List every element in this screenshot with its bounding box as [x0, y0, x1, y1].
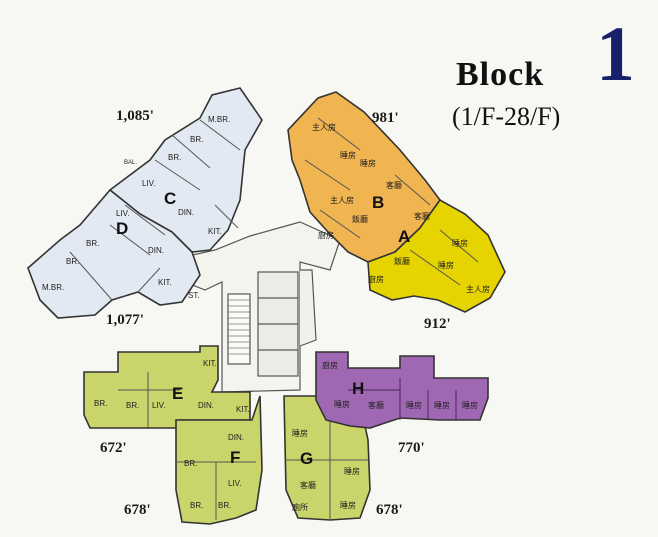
room-label: KIT.	[208, 227, 222, 236]
flat-letter-a: A	[398, 227, 410, 246]
flat-c-d	[27, 87, 263, 319]
core-area	[168, 221, 341, 393]
flat-f-outline	[175, 395, 263, 525]
room-label: DIN.	[148, 246, 164, 255]
room-label-zh: 客廳	[300, 480, 316, 490]
flat-letter-b: B	[372, 193, 384, 212]
room-label: BR.	[126, 401, 139, 410]
flat-letter-f: F	[230, 448, 240, 467]
area-label-e: 672'	[100, 440, 127, 456]
room-label: ST.	[188, 291, 200, 300]
room-label-zh: 睡房	[334, 399, 350, 409]
room-label: DIN.	[228, 433, 244, 442]
area-label-c: 1,085'	[116, 108, 154, 124]
room-label: BR.	[190, 501, 203, 510]
area-label-h: 770'	[398, 440, 425, 456]
room-label-zh: 睡房	[406, 400, 422, 410]
flat-d-outline	[27, 188, 201, 319]
flat-letter-d: D	[116, 219, 128, 238]
room-label-zh: 廁所	[292, 502, 308, 512]
flat-letter-c: C	[164, 189, 176, 208]
room-label: LIV.	[116, 209, 130, 218]
room-label: M.BR.	[42, 283, 64, 292]
room-label: M.BR.	[208, 115, 230, 124]
room-label: KIT.	[236, 405, 250, 414]
room-label: BR.	[218, 501, 231, 510]
flat-a-b	[287, 91, 506, 313]
area-label-f: 678'	[124, 502, 151, 518]
room-label: BAL.	[124, 160, 137, 166]
flat-h	[315, 351, 489, 429]
room-label: KIT.	[158, 278, 172, 287]
room-label-zh: 主人房	[466, 284, 490, 294]
room-label-zh: 客廳	[386, 180, 402, 190]
flat-e-f-g	[83, 345, 371, 525]
room-label-zh: 飯廳	[394, 256, 410, 266]
room-label-zh: 飯廳	[352, 214, 368, 224]
area-label-g: 678'	[376, 502, 403, 518]
room-label-zh: 主人房	[330, 195, 354, 205]
flat-h-outline	[315, 351, 489, 429]
room-label-zh: 睡房	[340, 500, 356, 510]
stair-core	[227, 293, 251, 365]
floor-range: (1/F-28/F)	[452, 102, 561, 131]
room-label-zh: 廚房	[318, 230, 334, 240]
flat-letter-e: E	[172, 384, 183, 403]
room-label-zh: 睡房	[434, 400, 450, 410]
area-label-d: 1,077'	[106, 312, 144, 328]
room-label: BR.	[94, 399, 107, 408]
area-label-a: 912'	[424, 316, 451, 332]
room-label: BR.	[66, 257, 79, 266]
room-label-zh: 睡房	[344, 466, 360, 476]
room-label-zh: 睡房	[462, 400, 478, 410]
flat-a-outline	[367, 198, 506, 313]
room-label-zh: 客廳	[368, 400, 384, 410]
room-label: KIT.	[203, 359, 217, 368]
room-label: LIV.	[152, 401, 166, 410]
room-label: DIN.	[198, 401, 214, 410]
flat-letter-g: G	[300, 449, 313, 468]
area-label-b: 981'	[372, 110, 399, 126]
room-label-zh: 睡房	[340, 150, 356, 160]
room-label-zh: 睡房	[292, 428, 308, 438]
room-label-zh: 睡房	[360, 158, 376, 168]
room-label-zh: 睡房	[438, 260, 454, 270]
room-label-zh: 主人房	[312, 122, 336, 132]
room-label: BR.	[190, 135, 203, 144]
room-label: DIN.	[178, 208, 194, 217]
room-label: LIV.	[228, 479, 242, 488]
room-label-zh: 客廳	[414, 211, 430, 221]
room-label: BR.	[184, 459, 197, 468]
flat-letter-h: H	[352, 379, 364, 398]
block-number: 1	[596, 10, 635, 97]
room-label-zh: 睡房	[452, 238, 468, 248]
flat-e-outline	[83, 345, 251, 429]
room-label: BR.	[86, 239, 99, 248]
room-label-zh: 廚房	[322, 360, 338, 370]
room-label: BR.	[168, 153, 181, 162]
room-label: LIV.	[142, 179, 156, 188]
block-word: Block	[456, 56, 545, 93]
room-label-zh: 廚房	[368, 274, 384, 284]
